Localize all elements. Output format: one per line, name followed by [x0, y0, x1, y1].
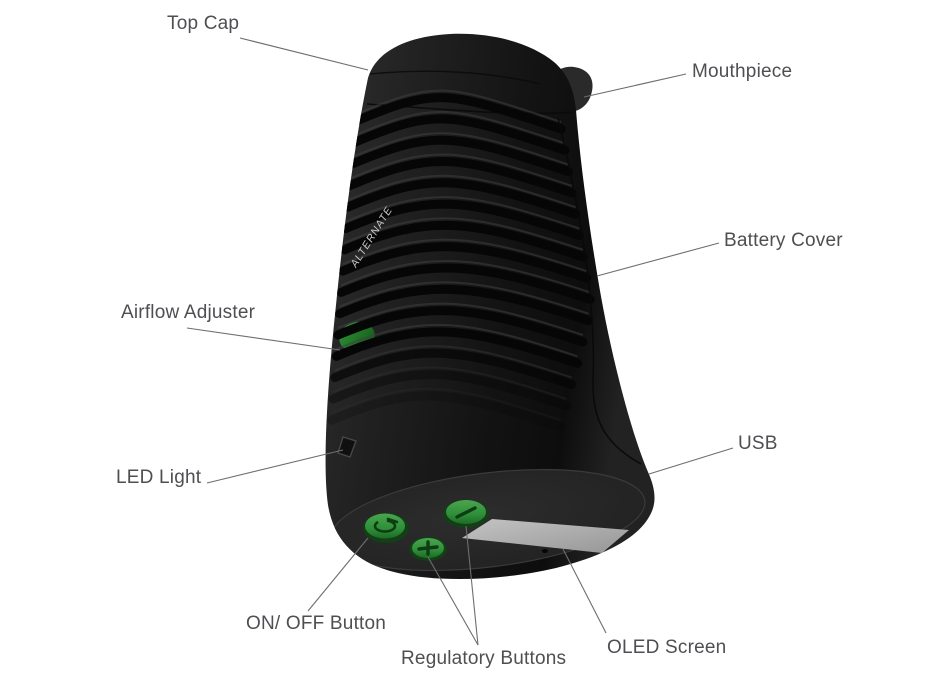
leader-line-oled-screen: [562, 548, 607, 634]
callout-usb: USB: [738, 433, 778, 454]
leader-line-top-cap: [239, 37, 369, 71]
screen-pinhole: [542, 549, 548, 553]
leader-line-mouthpiece: [583, 73, 687, 98]
led-window-part: [337, 436, 357, 458]
leader-line-battery-cover: [596, 242, 720, 277]
leader-line-airflow-adjuster: [186, 327, 341, 351]
callout-led-light: LED Light: [116, 467, 202, 488]
callout-regulatory-buttons: Regulatory Buttons: [401, 648, 567, 669]
leader-line-on-off-button: [307, 537, 369, 612]
callout-battery-cover: Battery Cover: [724, 230, 843, 251]
leader-line-regulatory-1: [427, 556, 479, 646]
battery-cover-seam: [557, 117, 642, 465]
top-cap-part: [369, 70, 541, 85]
callout-on-off-button: ON/ OFF Button: [246, 613, 387, 634]
callout-oled-screen: OLED Screen: [607, 637, 727, 658]
rib-fins: [327, 89, 595, 432]
leader-line-led-light: [206, 449, 344, 484]
oled-screen-part: [462, 519, 629, 553]
plus-button-part: [409, 537, 447, 561]
minus-button-part: [443, 500, 489, 528]
callout-airflow-adjuster: Airflow Adjuster: [121, 302, 256, 323]
leader-line-usb: [648, 447, 734, 475]
power-button-part: [363, 513, 409, 543]
callout-mouthpiece: Mouthpiece: [692, 61, 793, 82]
leader-line-regulatory-2: [465, 525, 479, 646]
callout-top-cap: Top Cap: [167, 13, 240, 34]
